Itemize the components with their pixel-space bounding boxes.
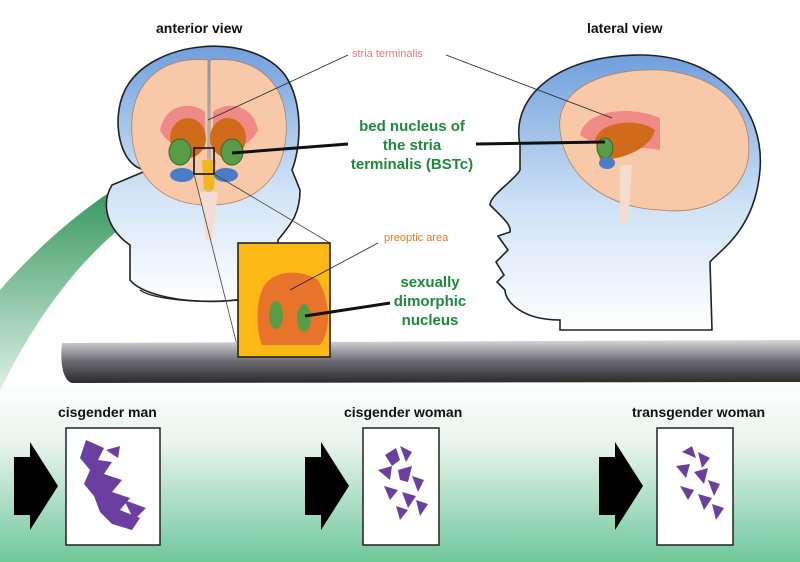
lateral-view-label: lateral view — [587, 20, 663, 36]
bstc-leader-anterior — [231, 142, 349, 155]
sdn-leader — [304, 301, 391, 318]
arrow-cisgender-man — [14, 442, 58, 530]
arrow-transgender-woman — [599, 442, 643, 530]
preoptic-leader — [289, 242, 379, 291]
card-cisgender-woman — [362, 427, 440, 546]
lateral-head — [489, 54, 762, 331]
sdn-label: sexually dimorphic nucleus — [393, 274, 467, 329]
anterior-head — [105, 45, 301, 303]
group-label-cisgender-man: cisgender man — [58, 404, 157, 420]
stria-leader-lateral — [445, 54, 613, 119]
preoptic-inset — [237, 242, 331, 358]
zoom-line-left — [193, 173, 241, 358]
bstc-leader-lateral — [475, 140, 606, 146]
neurons-cisgender-man — [80, 440, 146, 530]
group-label-cisgender-woman: cisgender woman — [344, 404, 463, 420]
preoptic-area-label: preoptic area — [384, 232, 449, 244]
divider-bar — [61, 340, 800, 383]
neurons-cisgender-woman — [378, 446, 428, 520]
bstc-label: bed nucleus of the stria terminalis (BST… — [350, 118, 474, 173]
stria-leader-anterior — [207, 54, 349, 121]
arrow-cisgender-woman — [305, 442, 349, 530]
anterior-view-label: anterior view — [156, 20, 243, 36]
group-label-transgender-woman: transgender woman — [632, 404, 766, 420]
card-transgender-woman — [656, 427, 734, 546]
stria-terminalis-label: stria terminalis — [352, 48, 423, 60]
zoom-line-right — [213, 173, 331, 244]
neurons-transgender-woman — [676, 446, 724, 520]
